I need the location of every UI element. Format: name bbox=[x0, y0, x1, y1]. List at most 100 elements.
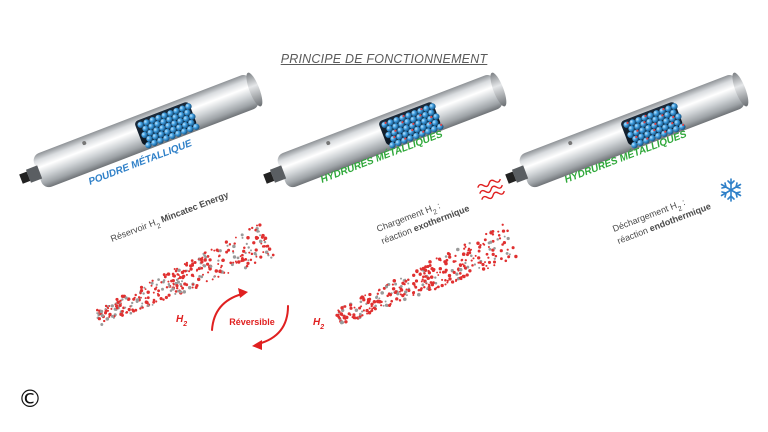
hydrogen-atom bbox=[661, 114, 664, 117]
h2-particle bbox=[165, 286, 169, 289]
h2-particle bbox=[255, 236, 259, 241]
metal-ball bbox=[189, 113, 196, 120]
h2-particle bbox=[218, 269, 222, 274]
h2-particle bbox=[467, 249, 470, 252]
h2-particle bbox=[215, 248, 219, 252]
h2-particle bbox=[432, 268, 436, 271]
metal-ball bbox=[387, 119, 394, 126]
metal-ball bbox=[662, 124, 669, 131]
h2-particle bbox=[244, 257, 248, 261]
h2-particle bbox=[161, 280, 165, 284]
h2-particle bbox=[167, 280, 170, 283]
h2-particle bbox=[382, 286, 386, 290]
metal-ball bbox=[653, 110, 660, 117]
h2-particle bbox=[179, 283, 183, 286]
h2-particle bbox=[267, 253, 269, 255]
h2-particle bbox=[450, 280, 455, 284]
metal-ball bbox=[179, 105, 186, 112]
h2-particle bbox=[169, 289, 173, 292]
h2-particle bbox=[184, 269, 187, 273]
h2-particle bbox=[133, 296, 136, 299]
h2-particle bbox=[424, 275, 427, 278]
h2-particle bbox=[422, 275, 425, 279]
h2-particle bbox=[469, 249, 472, 252]
metal-ball bbox=[157, 137, 164, 144]
h2-particle bbox=[470, 259, 473, 262]
cylinder-valve bbox=[25, 165, 43, 183]
h2-particle bbox=[190, 273, 194, 277]
hydrogen-atom bbox=[430, 115, 433, 119]
h2-particle bbox=[244, 251, 247, 255]
h2-particle bbox=[441, 270, 446, 274]
h2-particle bbox=[487, 260, 492, 264]
h2-particle bbox=[235, 261, 238, 264]
h2-particle bbox=[202, 264, 207, 268]
h2-particle bbox=[254, 248, 258, 252]
h2-particle bbox=[395, 297, 399, 301]
h2-particle bbox=[105, 317, 110, 321]
h2-particle bbox=[226, 244, 229, 247]
h2-particle bbox=[501, 223, 504, 226]
h2-particle bbox=[111, 314, 114, 318]
h2-particle bbox=[368, 297, 372, 301]
h2-particle bbox=[185, 283, 189, 287]
h2-particle bbox=[390, 299, 393, 303]
h2-particle bbox=[152, 298, 156, 302]
h2-particle bbox=[247, 259, 250, 262]
arrow-down-head bbox=[252, 340, 262, 350]
h2-particle bbox=[200, 275, 204, 279]
h2-particle bbox=[245, 242, 248, 246]
caption-subscript: 2 bbox=[677, 205, 683, 213]
h2-particle bbox=[446, 281, 449, 284]
h2-particle bbox=[241, 236, 244, 239]
h2-particle bbox=[262, 251, 265, 254]
hydrogen-atom bbox=[422, 130, 425, 133]
hydrogen-atom bbox=[394, 129, 397, 132]
h2-particle bbox=[434, 276, 437, 279]
h2-label-right: H2 bbox=[313, 317, 324, 331]
h2-particle bbox=[501, 243, 504, 246]
metal-ball bbox=[142, 125, 149, 132]
h2-particle bbox=[248, 251, 251, 254]
h2-particle bbox=[229, 261, 233, 265]
h2-particle bbox=[444, 271, 447, 274]
metal-ball bbox=[152, 133, 159, 140]
metal-ball bbox=[137, 121, 144, 129]
h2-particle bbox=[511, 246, 515, 250]
h2-particle bbox=[208, 258, 212, 262]
h2-particle bbox=[210, 248, 213, 251]
metal-ball bbox=[663, 118, 670, 125]
h2-particle bbox=[206, 255, 210, 258]
h2-particle bbox=[412, 281, 416, 286]
h2-particle bbox=[444, 255, 448, 258]
h2-particle bbox=[161, 287, 164, 291]
h2-particle bbox=[196, 277, 201, 282]
metal-ball bbox=[146, 135, 153, 143]
h2-particle bbox=[174, 269, 178, 273]
metal-ball bbox=[402, 131, 409, 138]
h2-particle bbox=[461, 252, 466, 256]
h2-particle bbox=[477, 261, 480, 264]
h2-particle bbox=[464, 259, 467, 262]
h2-particle bbox=[202, 252, 205, 255]
h2-particle bbox=[361, 314, 364, 317]
metal-ball bbox=[164, 128, 171, 136]
metal-ball bbox=[431, 125, 438, 133]
h2-particle bbox=[120, 313, 124, 317]
hydrogen-atom bbox=[411, 128, 414, 132]
h2-particle bbox=[239, 255, 242, 258]
cylinder-screw bbox=[326, 141, 331, 146]
cylinder-end-cap bbox=[732, 72, 749, 107]
hydrogen-atom bbox=[662, 108, 665, 111]
h2-particle bbox=[168, 285, 171, 288]
h2-particle bbox=[228, 243, 232, 246]
metal-ball bbox=[143, 119, 150, 126]
h2-particle bbox=[127, 307, 131, 311]
metal-ball bbox=[145, 141, 152, 149]
h2-particle bbox=[436, 271, 439, 274]
h2-particle bbox=[118, 300, 121, 303]
h2-particle bbox=[455, 272, 459, 276]
hydrogen-atom bbox=[384, 121, 387, 124]
h2-particle bbox=[458, 272, 462, 275]
